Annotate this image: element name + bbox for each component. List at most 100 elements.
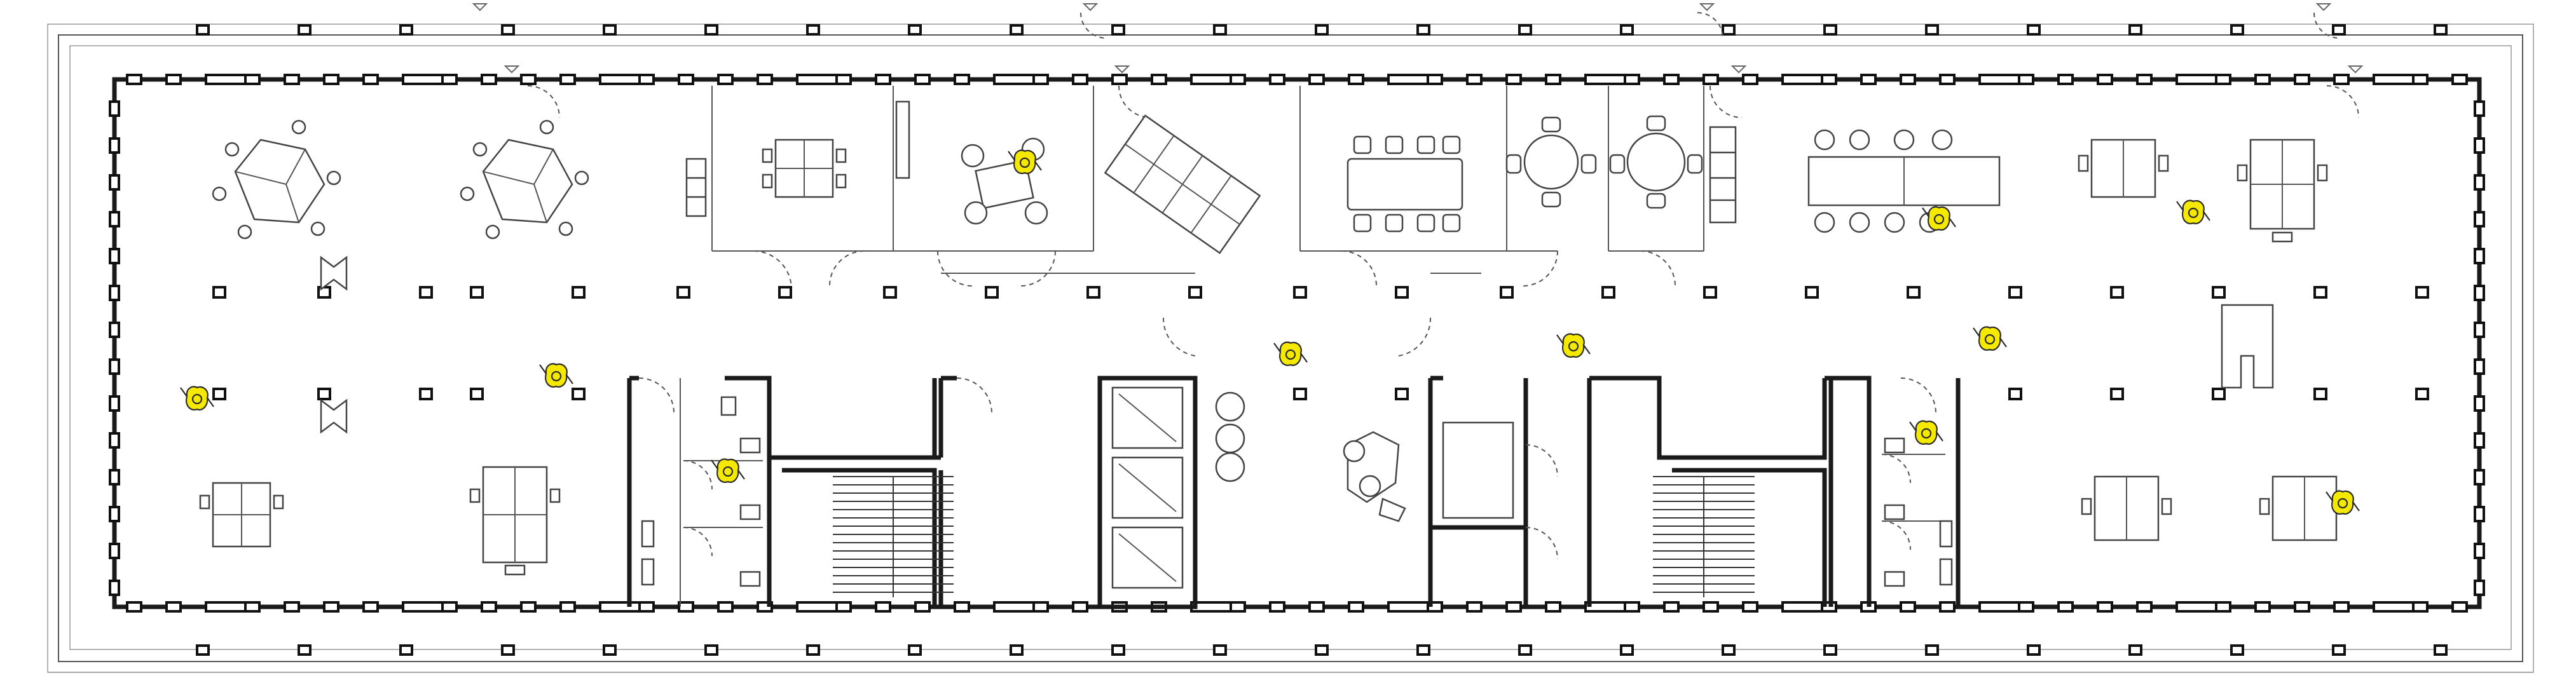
column-icon xyxy=(2212,286,2226,299)
window-mullion xyxy=(2474,322,2485,338)
window-mullion xyxy=(2474,395,2485,412)
column-icon xyxy=(1395,388,1409,400)
window-mullion xyxy=(1900,601,1916,613)
column-icon xyxy=(212,388,226,400)
toilet-icon xyxy=(739,571,761,587)
toilet-icon xyxy=(1884,437,1905,454)
entrance-marker-icon xyxy=(2347,65,2364,74)
desk-block-icon xyxy=(2237,139,2328,243)
desk-block-icon xyxy=(2259,475,2338,541)
window-mullion xyxy=(1545,74,1561,85)
column-icon xyxy=(2110,388,2124,400)
window-mullion xyxy=(2333,74,2350,85)
column-icon xyxy=(1293,286,1307,299)
column-icon xyxy=(1805,286,1819,299)
column-icon xyxy=(419,388,433,400)
window-mullion xyxy=(481,74,497,85)
window-mullion xyxy=(2097,74,2113,85)
person-figure-icon xyxy=(1008,149,1042,174)
window-mullion xyxy=(2474,543,2485,559)
window-mullion xyxy=(1111,74,1128,85)
column-icon xyxy=(1907,286,1921,299)
columns xyxy=(212,286,2429,400)
window-mullion xyxy=(520,74,537,85)
column-icon xyxy=(2008,388,2022,400)
toilet-icon xyxy=(720,396,737,416)
window-mullion xyxy=(835,74,852,85)
entrance-marker-icon xyxy=(472,3,488,11)
window-mullion xyxy=(2018,74,2034,85)
desk-cluster-icon xyxy=(460,119,589,240)
facade-column xyxy=(298,644,312,656)
window-mullion xyxy=(2294,601,2310,613)
window-mullion xyxy=(520,601,537,613)
desk-cluster-icon xyxy=(1104,114,1261,254)
facade-column xyxy=(2434,24,2448,36)
window-mullion xyxy=(1702,74,1719,85)
facade-column xyxy=(196,644,210,656)
window-mullion xyxy=(2097,601,2113,613)
sink-icon xyxy=(641,558,655,586)
window-mullion xyxy=(1032,601,1049,613)
window-mullion xyxy=(244,74,261,85)
window-mullion xyxy=(1900,74,1916,85)
window-mullion xyxy=(109,285,120,301)
round-table-icon xyxy=(1609,115,1703,209)
facade-column xyxy=(501,24,515,36)
column-icon xyxy=(1703,286,1717,299)
window-mullion xyxy=(875,601,891,613)
window-mullion xyxy=(914,74,931,85)
screen-icon xyxy=(320,398,348,434)
window-mullion xyxy=(2474,100,2485,117)
window-mullion xyxy=(1545,601,1561,613)
window-mullion xyxy=(2254,74,2271,85)
office-partitions xyxy=(527,12,2359,356)
window-mullion xyxy=(1032,74,1049,85)
window-mullion xyxy=(441,74,458,85)
window-mullion xyxy=(165,74,182,85)
column-icon xyxy=(883,286,897,299)
window-mullion xyxy=(362,601,379,613)
sink-icon xyxy=(1939,558,1953,586)
window-mullion xyxy=(954,74,970,85)
facade-outline xyxy=(47,24,2534,673)
window-mullion xyxy=(1624,74,1640,85)
column-icon xyxy=(2110,286,2124,299)
window-mullion xyxy=(2333,601,2350,613)
window-mullion xyxy=(1663,601,1680,613)
facade-column xyxy=(1925,644,1939,656)
window-mullion xyxy=(2412,601,2429,613)
window-mullion xyxy=(2451,601,2468,613)
window-mullion xyxy=(2018,601,2034,613)
facade-column xyxy=(1620,24,1634,36)
window-mullion xyxy=(1702,601,1719,613)
round-table-icon xyxy=(961,137,1048,225)
window-mullion xyxy=(1860,74,1877,85)
window-mullion xyxy=(835,601,852,613)
window-mullion xyxy=(1505,74,1522,85)
facade-column xyxy=(603,644,617,656)
window-mullion xyxy=(126,601,142,613)
column-icon xyxy=(419,286,433,299)
facade-column xyxy=(704,24,718,36)
facade-column xyxy=(1823,24,1837,36)
facade-column xyxy=(2027,24,2041,36)
round-table-icon xyxy=(1505,116,1597,208)
window-mullion xyxy=(1230,74,1246,85)
window-mullion xyxy=(2474,137,2485,154)
window-mullion xyxy=(875,74,891,85)
core-east xyxy=(1587,376,1961,607)
facade-column xyxy=(704,644,718,656)
window-mullion xyxy=(1348,74,1364,85)
window-mullion xyxy=(678,601,694,613)
window-mullion xyxy=(757,74,773,85)
wall-shelf-icon xyxy=(685,158,707,217)
facade-column xyxy=(1925,24,1939,36)
column-icon xyxy=(212,286,226,299)
facade-column xyxy=(806,24,820,36)
facade-column xyxy=(908,644,922,656)
person-figure-icon xyxy=(1273,341,1308,366)
screen-icon xyxy=(320,255,348,291)
window-mullion xyxy=(1308,601,1325,613)
wall-shelf-icon xyxy=(1709,126,1737,224)
